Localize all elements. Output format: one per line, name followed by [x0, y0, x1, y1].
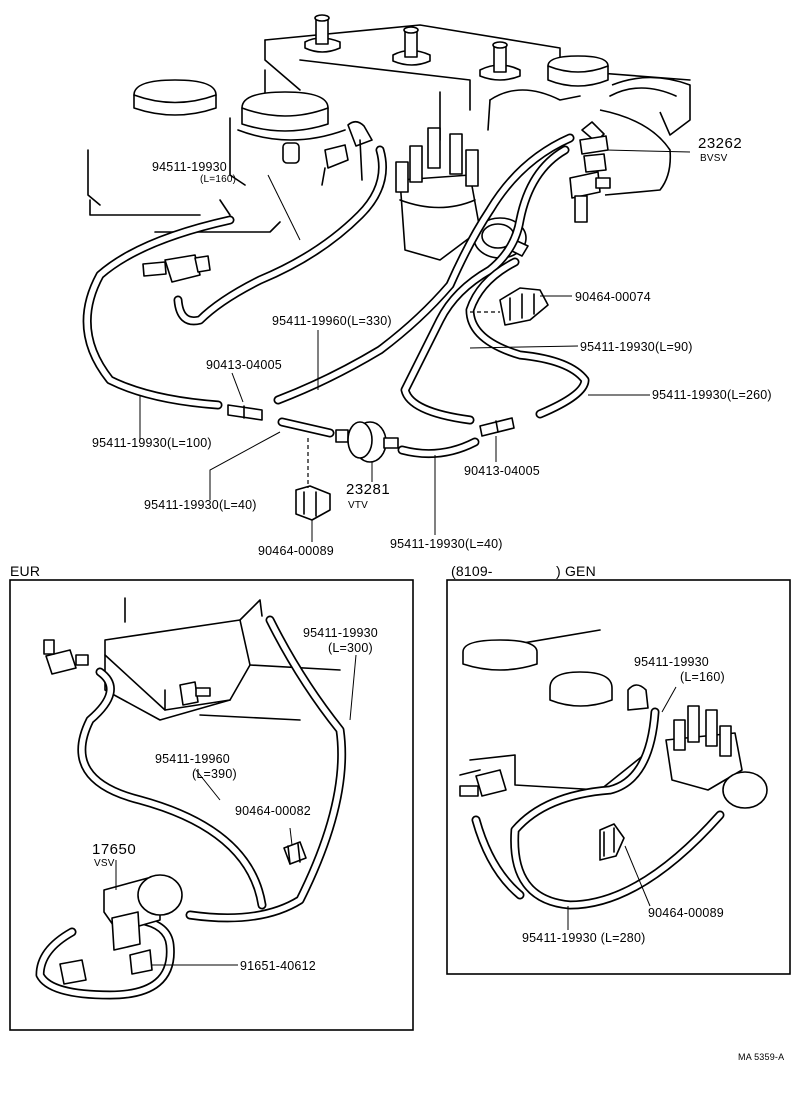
unions-90413	[227, 404, 515, 437]
label-gen-90464-00089: 90464-00089	[648, 906, 724, 920]
label-23262: 23262	[698, 135, 743, 152]
label-90413-04005-right: 90413-04005	[464, 464, 540, 478]
air-cleaner-housing	[487, 55, 691, 196]
label-eur-95411-19930: 95411-19930	[303, 626, 378, 640]
left-union-fitting	[142, 254, 211, 283]
label-eur-17650: 17650	[92, 841, 137, 858]
label-95411-19930-l260: 95411-19930(L=260)	[652, 388, 772, 402]
label-eur-l390: (L=390)	[192, 767, 237, 781]
label-eur-90464-00082: 90464-00082	[235, 804, 311, 818]
bvsv-valve	[569, 121, 691, 223]
eur-vsv	[59, 841, 307, 985]
eur-leader-lines	[115, 654, 357, 966]
label-95411-19960-l330: 95411-19960(L=330)	[272, 314, 392, 328]
vtv-valve	[335, 421, 399, 463]
label-23262-bvsv: BVSV	[700, 153, 728, 164]
label-eur-l300: (L=300)	[328, 641, 373, 655]
main-hoses	[82, 133, 590, 459]
eur-hoses	[35, 615, 347, 1000]
clamp-90464-00089	[295, 438, 331, 521]
label-eur-91651-40612: 91651-40612	[240, 959, 316, 973]
gen-hoses	[471, 707, 725, 910]
label-90464-00089-main: 90464-00089	[258, 544, 334, 558]
drawing-code: MA 5359-A	[738, 1052, 785, 1062]
cover-studs	[304, 14, 521, 81]
gen-section-title-close: ) GEN	[556, 563, 596, 579]
label-23281-vtv: VTV	[348, 500, 369, 511]
label-95411-19930-l40-left: 95411-19930(L=40)	[144, 498, 257, 512]
label-23281: 23281	[346, 481, 391, 498]
engine-block-outline	[87, 24, 691, 233]
gen-section-title-open: (8109-	[451, 563, 493, 579]
distributor	[395, 127, 481, 261]
eur-panel-drawing	[9, 579, 414, 1031]
label-eur-vsv: VSV	[94, 858, 115, 869]
label-95411-19930-l90: 95411-19930(L=90)	[580, 340, 693, 354]
carb-fittings	[282, 120, 373, 186]
eur-section-title: EUR	[10, 563, 41, 579]
gen-panel-drawing	[446, 579, 791, 975]
gen-leader-lines	[567, 686, 677, 930]
carburetor-domes	[133, 79, 346, 186]
label-gen-95411-19930-l280: 95411-19930 (L=280)	[522, 931, 646, 945]
label-95411-19930-l100: 95411-19930(L=100)	[92, 436, 212, 450]
label-90413-04005-left: 90413-04005	[206, 358, 282, 372]
label-90464-00074: 90464-00074	[575, 290, 651, 304]
label-gen-95411-19930: 95411-19930	[634, 655, 709, 669]
clamp-90464-00074	[470, 287, 549, 326]
label-95411-19930-l40-right: 95411-19930(L=40)	[390, 537, 503, 551]
label-gen-l160: (L=160)	[680, 670, 725, 684]
main-leader-lines	[139, 174, 650, 542]
label-94511-length: (L=160)	[200, 174, 237, 185]
label-94511-19930: 94511-19930	[152, 160, 227, 174]
label-eur-95411-19960: 95411-19960	[155, 752, 230, 766]
